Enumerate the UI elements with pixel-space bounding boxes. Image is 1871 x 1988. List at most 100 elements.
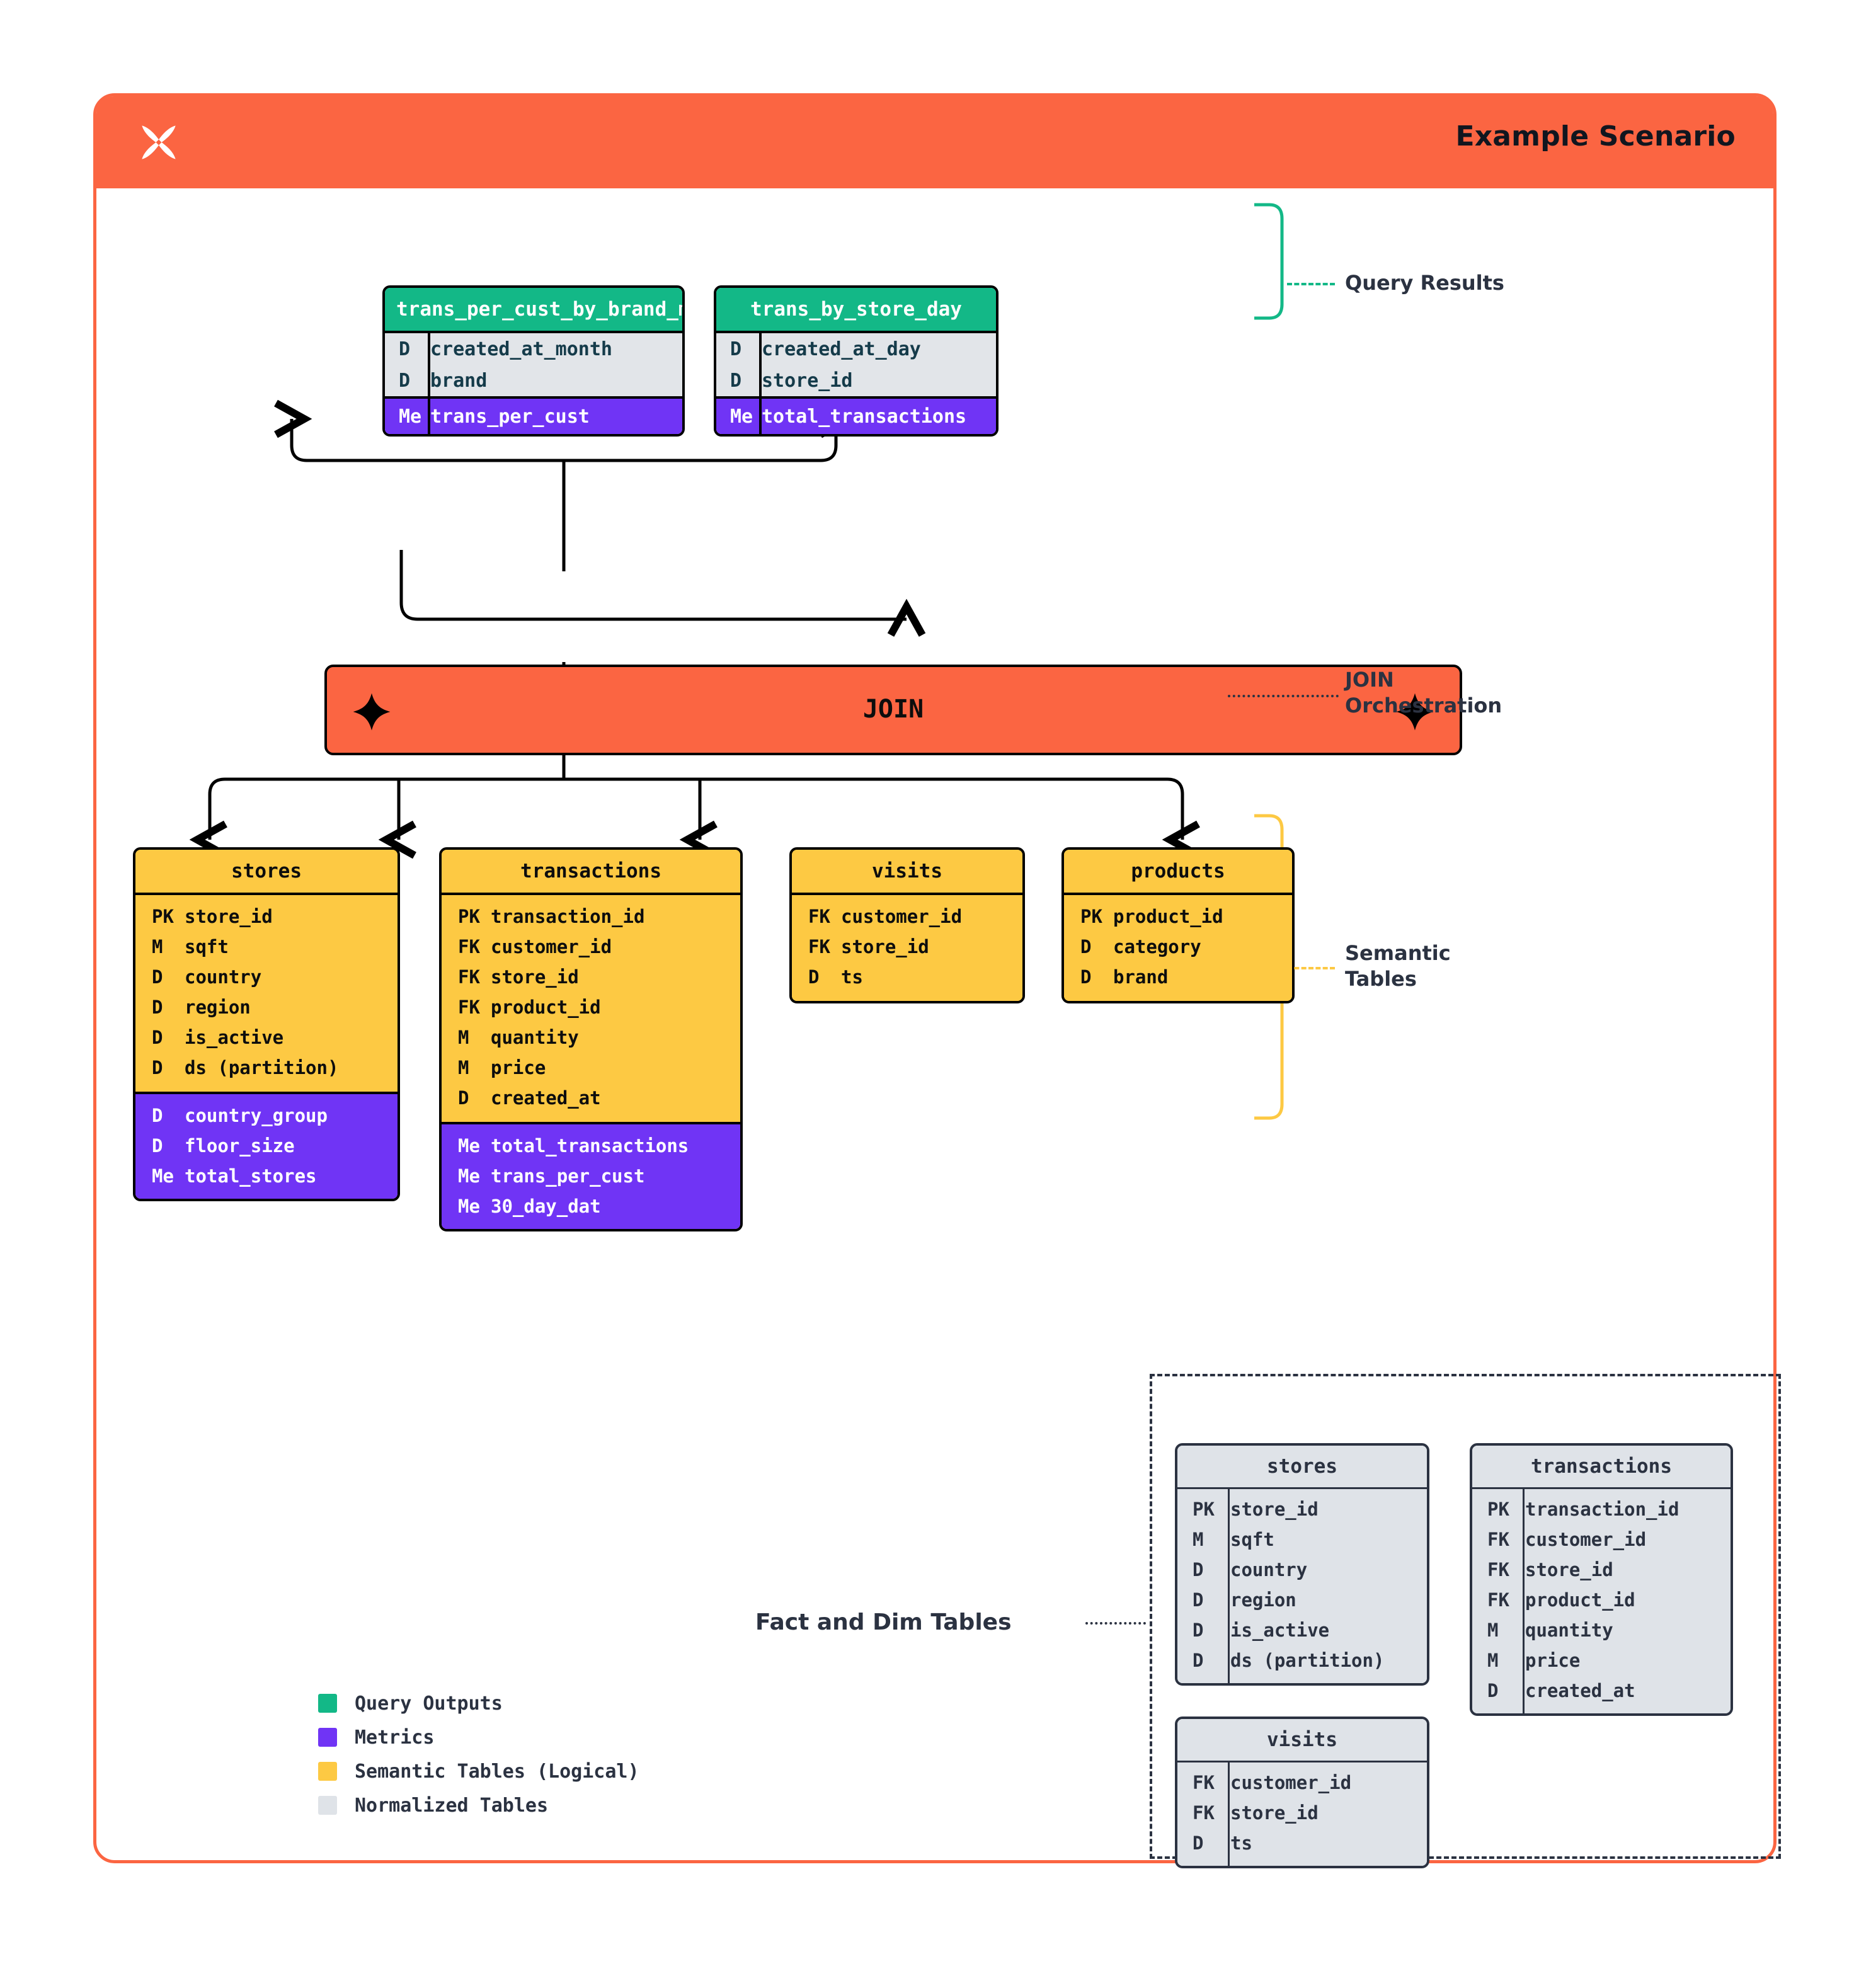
col-field: total_transactions <box>491 1135 689 1157</box>
col-field: quantity <box>491 1027 579 1048</box>
col-key: M <box>458 1057 469 1078</box>
col-field: country <box>185 966 262 988</box>
col-field: ds (partition) <box>185 1057 339 1078</box>
col-key: D <box>1080 966 1092 988</box>
annotation-semantic-tables: Semantic Tables <box>1345 940 1451 992</box>
x-logo-icon <box>142 125 176 159</box>
join-label: JOIN <box>862 695 924 724</box>
col-key: PK <box>458 906 480 927</box>
legend-label: Semantic Tables (Logical) <box>355 1760 639 1783</box>
col-key: FK <box>1487 1529 1509 1550</box>
col-field: store_id <box>841 936 929 957</box>
metric-section: Me total_transactions <box>716 399 996 434</box>
legend-item: Semantic Tables (Logical) <box>318 1754 639 1788</box>
col-field: category <box>1113 936 1201 957</box>
col-key: FK <box>458 936 480 957</box>
col-field: price <box>491 1057 546 1078</box>
table-trans_by_store_day[interactable]: trans_by_store_day D created_at_day D st… <box>714 285 998 437</box>
col-key: FK <box>808 936 830 957</box>
col-key: FK <box>1487 1589 1509 1611</box>
col-field: created_at <box>491 1087 601 1109</box>
col-key: Me <box>458 1196 480 1217</box>
col-key: FK <box>1487 1559 1509 1580</box>
col-key: D <box>1080 936 1092 957</box>
col-field: trans_per_cust <box>430 405 590 428</box>
col-key: Me <box>458 1165 480 1187</box>
table-header: transactions <box>442 850 740 895</box>
table-row: Me 30_day_dat <box>442 1191 740 1221</box>
table-row: FK store_id <box>792 932 1022 962</box>
join-leader <box>1228 695 1339 697</box>
table-row: PK transaction_id <box>1472 1494 1731 1524</box>
col-field: ds (partition) <box>1230 1650 1385 1671</box>
col-key: PK <box>1487 1499 1509 1520</box>
legend-label: Normalized Tables <box>355 1794 549 1817</box>
col-field: country_group <box>185 1105 328 1126</box>
annotation-line: JOIN <box>1345 668 1394 692</box>
col-field: store_id <box>185 906 273 927</box>
table-header: stores <box>135 850 398 895</box>
table-row: Me trans_per_cust <box>442 1161 740 1191</box>
table-header: products <box>1064 850 1292 895</box>
fact-dim-leader <box>1085 1622 1146 1625</box>
col-key: D <box>399 369 411 392</box>
col-field: region <box>1230 1589 1296 1611</box>
annotation-line: Semantic <box>1345 941 1451 965</box>
col-key: M <box>1193 1529 1204 1550</box>
table-trans_per_cust_by_brand_month[interactable]: trans_per_cust_by_brand_month D created_… <box>382 285 685 437</box>
col-field: transaction_id <box>1525 1499 1679 1520</box>
metric-section: Me trans_per_cust <box>385 399 682 434</box>
col-key: D <box>808 966 820 988</box>
col-field: customer_id <box>841 906 963 927</box>
col-key: D <box>1487 1680 1499 1701</box>
legend-swatch-metrics <box>318 1728 337 1747</box>
col-field: is_active <box>1230 1620 1330 1641</box>
col-field: trans_per_cust <box>491 1165 645 1187</box>
col-field: store_id <box>1230 1802 1319 1824</box>
table-header: trans_by_store_day <box>716 288 996 333</box>
legend-item: Query Outputs <box>318 1686 639 1720</box>
annotation-query-results: Query Results <box>1345 271 1504 295</box>
col-key: M <box>1487 1620 1499 1641</box>
dimension-section: D created_at_day D store_id <box>716 333 996 399</box>
col-field: created_at_day <box>762 338 921 360</box>
join-orchestration-bar[interactable]: JOIN <box>324 665 1462 755</box>
legend: Query Outputs Metrics Semantic Tables (L… <box>318 1686 639 1822</box>
legend-label: Query Outputs <box>355 1692 503 1715</box>
col-field: ts <box>841 966 863 988</box>
col-field: created_at <box>1525 1680 1635 1701</box>
col-key: D <box>152 1135 163 1157</box>
col-field: brand <box>430 369 488 392</box>
col-field: sqft <box>185 936 229 957</box>
col-field: price <box>1525 1650 1581 1671</box>
col-key: D <box>1193 1559 1204 1580</box>
col-field: 30_day_dat <box>491 1196 601 1217</box>
col-key: Me <box>152 1165 174 1187</box>
fact-dim-container <box>1150 1374 1781 1859</box>
